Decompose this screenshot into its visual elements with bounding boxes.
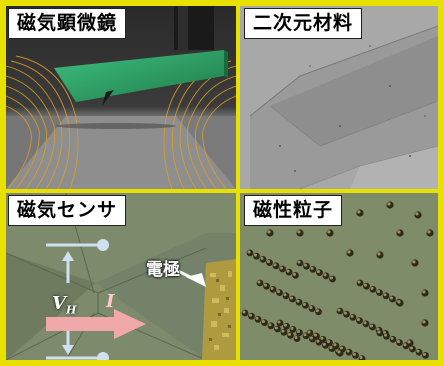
two-dimensional-material-panel: 二次元材料 — [240, 6, 438, 189]
electrode-label: 電極 — [146, 260, 180, 280]
panel-label: 磁性粒子 — [244, 195, 343, 226]
panel-label: 磁気顕微鏡 — [8, 8, 127, 39]
hall-voltage-label: VH — [52, 293, 76, 317]
panel-label: 磁気センサ — [8, 195, 127, 226]
voltage-symbol: V — [52, 293, 66, 314]
voltage-subscript: H — [65, 303, 77, 317]
panel-label: 二次元材料 — [244, 8, 363, 39]
magnetic-microscope-panel: 磁気顕微鏡 — [6, 6, 236, 189]
image-grid: 磁気顕微鏡 二次元材料 — [6, 6, 438, 360]
magnetic-sensor-panel: 磁気センサ 電極 VH I — [6, 193, 236, 360]
current-label: I — [106, 291, 115, 312]
magnetic-particles-panel: 磁性粒子 — [240, 193, 438, 360]
